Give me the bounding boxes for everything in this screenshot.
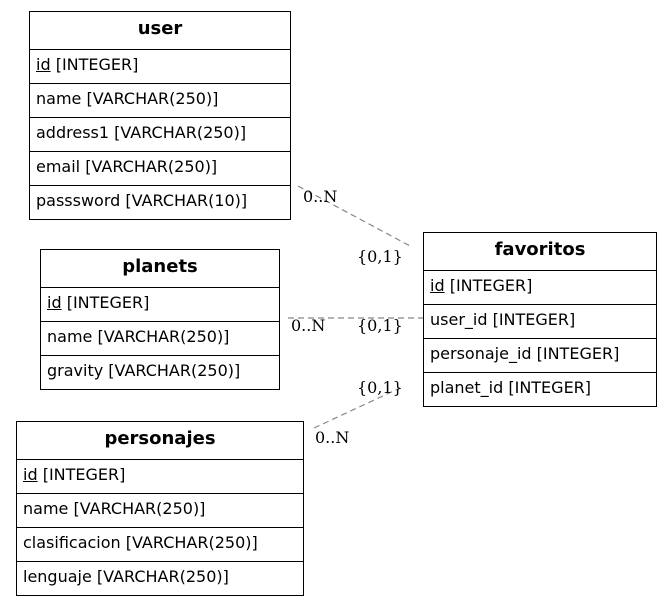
- field-type: [INTEGER]: [61, 293, 150, 312]
- field-row: gravity [VARCHAR(250)]: [47, 361, 241, 380]
- field-row: address1 [VARCHAR(250)]: [30, 118, 290, 152]
- entity-title: personajes: [17, 422, 303, 460]
- edge-personajes-favoritos: [313, 387, 401, 429]
- cardinality-user-side: 0..N: [303, 187, 338, 206]
- primary-key: id: [430, 276, 445, 295]
- entity-favoritos[interactable]: favoritos id [INTEGER] user_id [INTEGER]…: [423, 232, 657, 407]
- field-type: [INTEGER]: [444, 276, 533, 295]
- entity-user[interactable]: user id [INTEGER] name [VARCHAR(250)] ad…: [29, 11, 291, 220]
- field-row: id [INTEGER]: [424, 271, 656, 305]
- cardinality-planets-side: 0..N: [291, 316, 326, 335]
- field-row: name [VARCHAR(250)]: [41, 322, 279, 356]
- field-row: id [INTEGER]: [30, 50, 290, 84]
- cardinality-favoritos-side: {0,1}: [357, 378, 403, 397]
- field-row: lenguaje [VARCHAR(250)]: [23, 567, 229, 586]
- edge-user-favoritos: [297, 185, 413, 248]
- primary-key: id: [36, 55, 51, 74]
- entity-planets[interactable]: planets id [INTEGER] name [VARCHAR(250)]…: [40, 249, 280, 390]
- field-row: id [INTEGER]: [17, 460, 303, 494]
- field-row: name [VARCHAR(250)]: [30, 84, 290, 118]
- field-row: planet_id [INTEGER]: [430, 378, 592, 397]
- cardinality-personajes-side: 0..N: [315, 428, 350, 447]
- field-row: name [VARCHAR(250)]: [17, 494, 303, 528]
- field-type: [INTEGER]: [50, 55, 139, 74]
- cardinality-favoritos-side: {0,1}: [357, 316, 403, 335]
- field-row: passsword [VARCHAR(10)]: [36, 191, 248, 210]
- primary-key: id: [47, 293, 62, 312]
- field-type: [INTEGER]: [37, 465, 126, 484]
- entity-title: planets: [41, 250, 279, 288]
- entity-title: user: [30, 12, 290, 50]
- entity-title: favoritos: [424, 233, 656, 271]
- field-row: personaje_id [INTEGER]: [424, 339, 656, 373]
- primary-key: id: [23, 465, 38, 484]
- field-row: user_id [INTEGER]: [424, 305, 656, 339]
- field-row: email [VARCHAR(250)]: [30, 152, 290, 186]
- cardinality-favoritos-side: {0,1}: [357, 247, 403, 266]
- entity-personajes[interactable]: personajes id [INTEGER] name [VARCHAR(25…: [16, 421, 304, 596]
- field-row: id [INTEGER]: [41, 288, 279, 322]
- field-row: clasificacion [VARCHAR(250)]: [17, 528, 303, 562]
